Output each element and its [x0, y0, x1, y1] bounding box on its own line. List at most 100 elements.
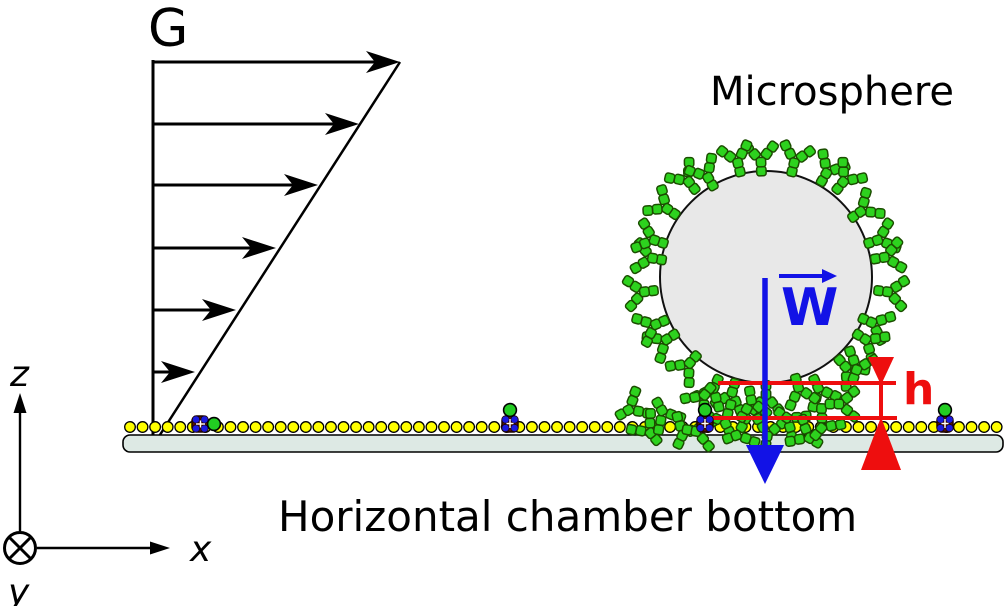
coating-dot — [174, 421, 187, 433]
weight-arrowhead-icon — [746, 445, 784, 484]
corona-antibody-icon — [847, 186, 886, 223]
flow-arrow — [153, 299, 236, 321]
chamber-slab — [122, 434, 1004, 453]
coating-dot — [161, 421, 174, 433]
coating-dot — [613, 421, 626, 433]
free-antibody-icon — [614, 385, 654, 421]
coating-dot — [965, 421, 978, 433]
corona-antibody-icon — [851, 328, 891, 365]
receptor-icon — [191, 415, 222, 433]
coating-dot — [902, 421, 915, 433]
coating-dot — [664, 421, 677, 433]
coating-dot — [274, 421, 287, 433]
flow-arrowhead-icon — [284, 174, 318, 196]
coating-dot — [362, 421, 375, 433]
vector-overbar-arrowhead-icon — [822, 269, 837, 283]
y-axis-label: y — [7, 572, 30, 606]
corona-antibody-icon — [873, 275, 911, 313]
coating-dot — [576, 421, 589, 433]
coating-dot — [249, 421, 262, 433]
flow-arrow — [153, 113, 359, 135]
free-antibody-icon — [721, 412, 761, 448]
flow-arrowhead-icon — [366, 51, 400, 73]
corona-antibody-icon — [642, 184, 681, 221]
coating-dot — [400, 421, 413, 433]
shear-rate-label: G — [148, 0, 188, 59]
z-axis-arrowhead-icon — [13, 393, 27, 413]
free-antibody-icon — [809, 403, 847, 442]
gap-height-label: h — [903, 364, 934, 415]
flow-arrowhead-icon — [325, 113, 359, 135]
surface-receptors — [191, 402, 954, 433]
corona-antibody-icon — [683, 152, 719, 192]
coating-dot — [563, 421, 576, 433]
x-axis-arrowhead-icon — [150, 541, 170, 555]
coating-dot — [149, 421, 162, 433]
corona-antibody-icon — [630, 217, 669, 254]
coating-dot — [890, 421, 903, 433]
coordinate-axes: z x y — [3, 354, 212, 606]
flow-arrows — [153, 51, 400, 383]
coating-dot — [237, 421, 249, 433]
microsphere-caption: Microsphere — [710, 69, 954, 115]
coating-dot — [915, 421, 928, 433]
gap-arrow-down-icon — [868, 357, 894, 385]
coating-dot — [525, 421, 538, 433]
surface-coating-dots — [124, 421, 1003, 433]
corona-antibody-icon — [831, 156, 869, 196]
corona-antibody-icon — [621, 275, 659, 313]
coating-dot — [551, 421, 563, 433]
coating-dot — [375, 421, 388, 433]
receptor-icon — [501, 402, 519, 433]
coating-dot — [299, 421, 312, 433]
coating-dot — [601, 421, 614, 433]
flow-arrowhead-icon — [242, 237, 276, 259]
corona-antibody-icon — [664, 350, 702, 389]
coating-dot — [312, 421, 325, 433]
velocity-envelope-line — [154, 61, 402, 442]
flow-arrow — [153, 174, 318, 196]
coating-dot — [136, 421, 149, 433]
coating-dot — [224, 421, 237, 433]
coating-dot — [463, 421, 476, 433]
flow-arrowhead-icon — [161, 361, 195, 383]
flow-arrow — [153, 361, 195, 383]
z-axis-label: z — [9, 354, 30, 395]
chamber-caption: Horizontal chamber bottom — [278, 492, 857, 541]
corona-antibody-icon — [715, 139, 753, 178]
gap-arrow-up-icon — [861, 417, 901, 470]
coating-dot — [425, 421, 438, 433]
gap-dimension: h — [712, 357, 934, 470]
coating-dot — [412, 421, 425, 433]
coating-dot — [262, 421, 275, 433]
free-antibodies — [614, 345, 880, 453]
coating-dot — [865, 421, 877, 433]
coating-dot — [978, 421, 991, 433]
free-antibody-icon — [625, 408, 663, 447]
coating-dot — [488, 421, 501, 433]
coating-dot — [124, 421, 136, 433]
receptor-icon — [936, 402, 954, 433]
corona-antibody-icon — [631, 312, 671, 348]
coating-dot — [350, 421, 363, 433]
free-antibody-icon — [784, 413, 824, 449]
shear-flow-profile: G — [148, 0, 402, 442]
corona-antibody-icon — [779, 139, 817, 178]
coating-dot — [588, 421, 601, 433]
coating-dot — [387, 421, 400, 433]
weight-label: W — [781, 278, 838, 338]
x-axis-label: x — [189, 529, 212, 570]
coating-dot — [475, 421, 488, 433]
microsphere-group — [614, 139, 911, 453]
y-axis-cross-line-2 — [8, 536, 32, 560]
coating-dot — [990, 421, 1003, 433]
coating-dot — [438, 421, 450, 433]
corona-antibody-icon — [784, 372, 821, 412]
coating-dot — [337, 421, 350, 433]
coating-dot — [287, 421, 300, 433]
receptor-icon — [696, 402, 714, 433]
coating-dot — [852, 421, 865, 433]
coating-dot — [450, 421, 463, 433]
